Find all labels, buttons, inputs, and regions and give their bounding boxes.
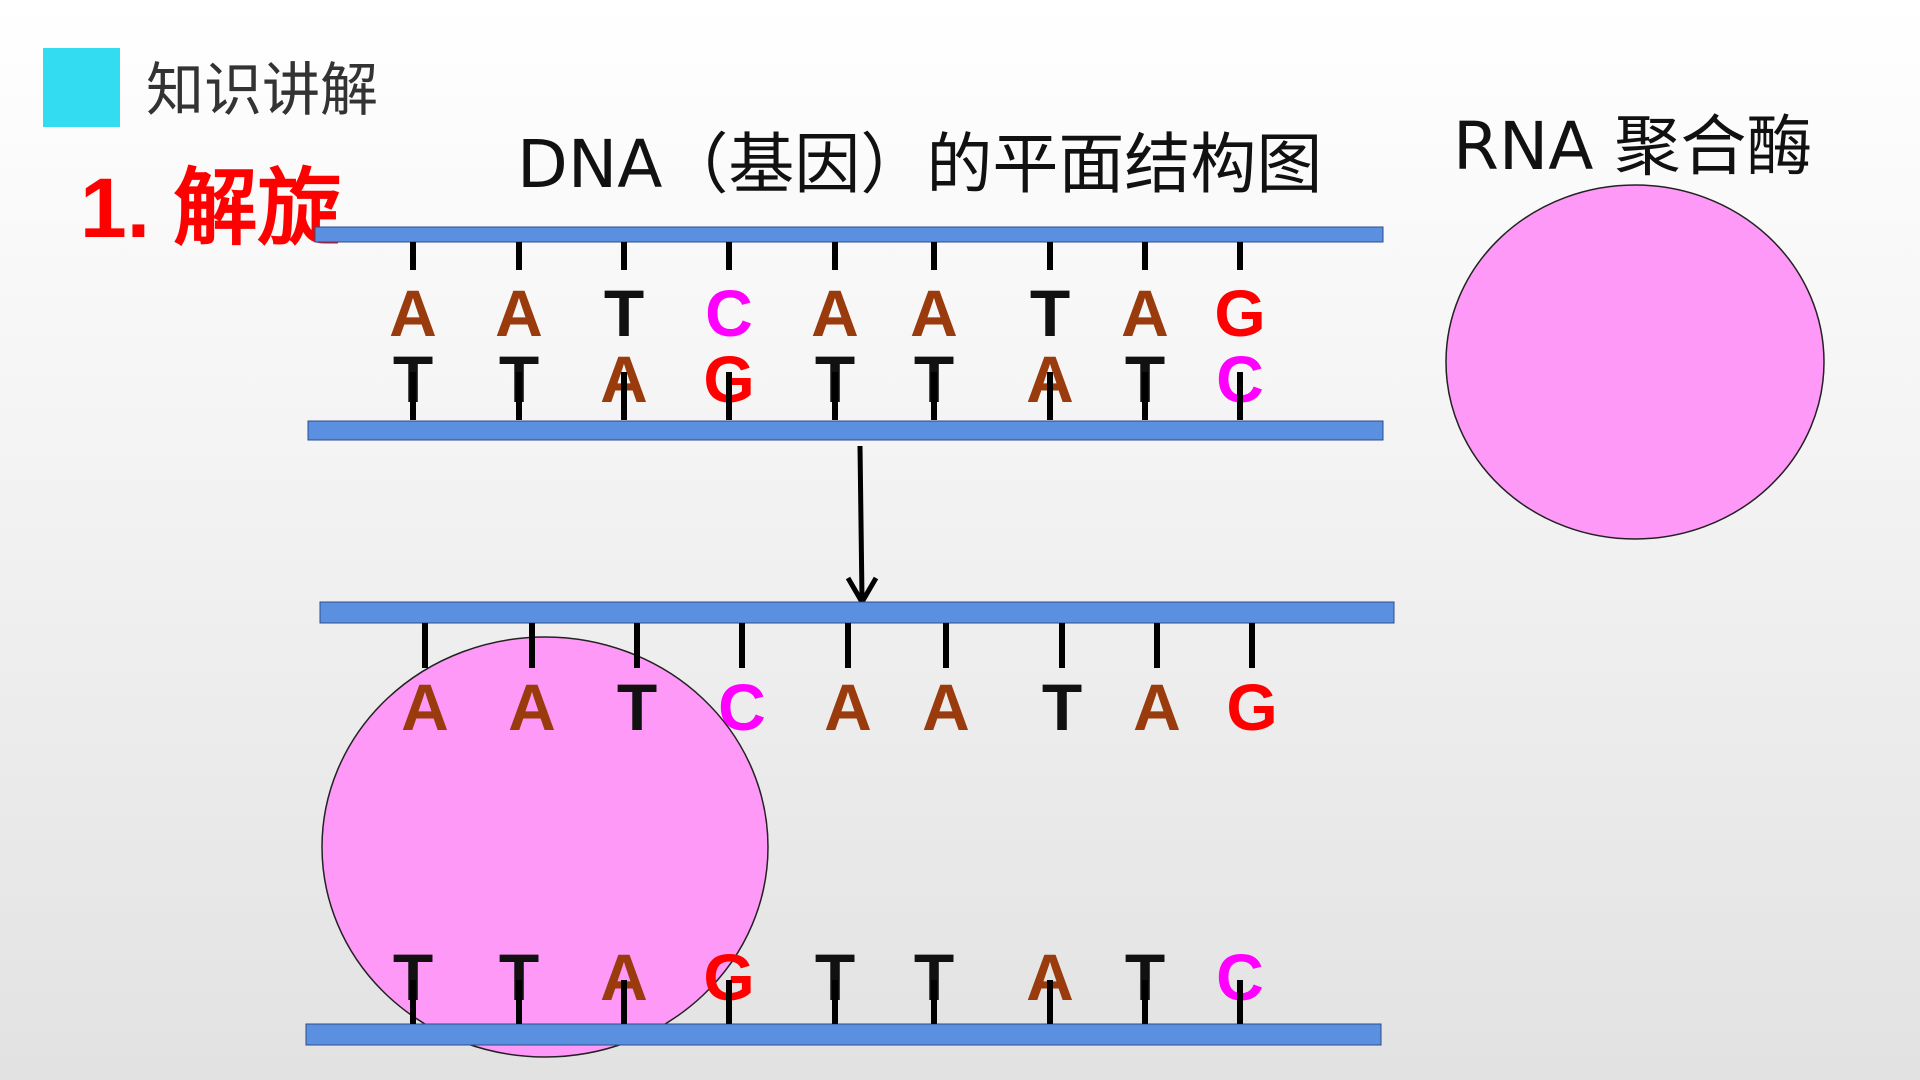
rna-polymerase-free — [1445, 184, 1825, 540]
base-C: C — [718, 670, 766, 744]
step-label: 1. 解旋 — [80, 161, 342, 255]
base-A: A — [401, 670, 449, 744]
diagram-title: DNA（基因）的平面结构图 — [517, 126, 1323, 203]
base-A: A — [1133, 670, 1181, 744]
base-A: A — [508, 670, 556, 744]
section-title: 知识讲解 — [146, 56, 379, 124]
dna-backbone-top-upper — [314, 226, 1384, 243]
base-A: A — [910, 276, 958, 350]
dna-backbone-bottom-lower — [305, 1023, 1382, 1046]
base-A: A — [922, 670, 970, 744]
enzyme-label: RNA 聚合酶 — [1453, 108, 1813, 185]
section-marker — [43, 48, 120, 127]
base-A: A — [811, 276, 859, 350]
base-T: T — [1042, 670, 1082, 744]
down-arrow — [845, 445, 879, 607]
dna-backbone-top-lower — [307, 420, 1384, 441]
rna-polymerase-bound — [321, 636, 769, 1058]
dna-backbone-bottom-upper — [319, 601, 1395, 624]
base-A: A — [495, 276, 543, 350]
base-G: G — [1226, 670, 1277, 744]
base-T: T — [617, 670, 657, 744]
base-C: C — [705, 276, 753, 350]
base-A: A — [1121, 276, 1169, 350]
base-A: A — [389, 276, 437, 350]
base-T: T — [1030, 276, 1070, 350]
base-A: A — [824, 670, 872, 744]
base-T: T — [604, 276, 644, 350]
base-G: G — [1214, 276, 1265, 350]
